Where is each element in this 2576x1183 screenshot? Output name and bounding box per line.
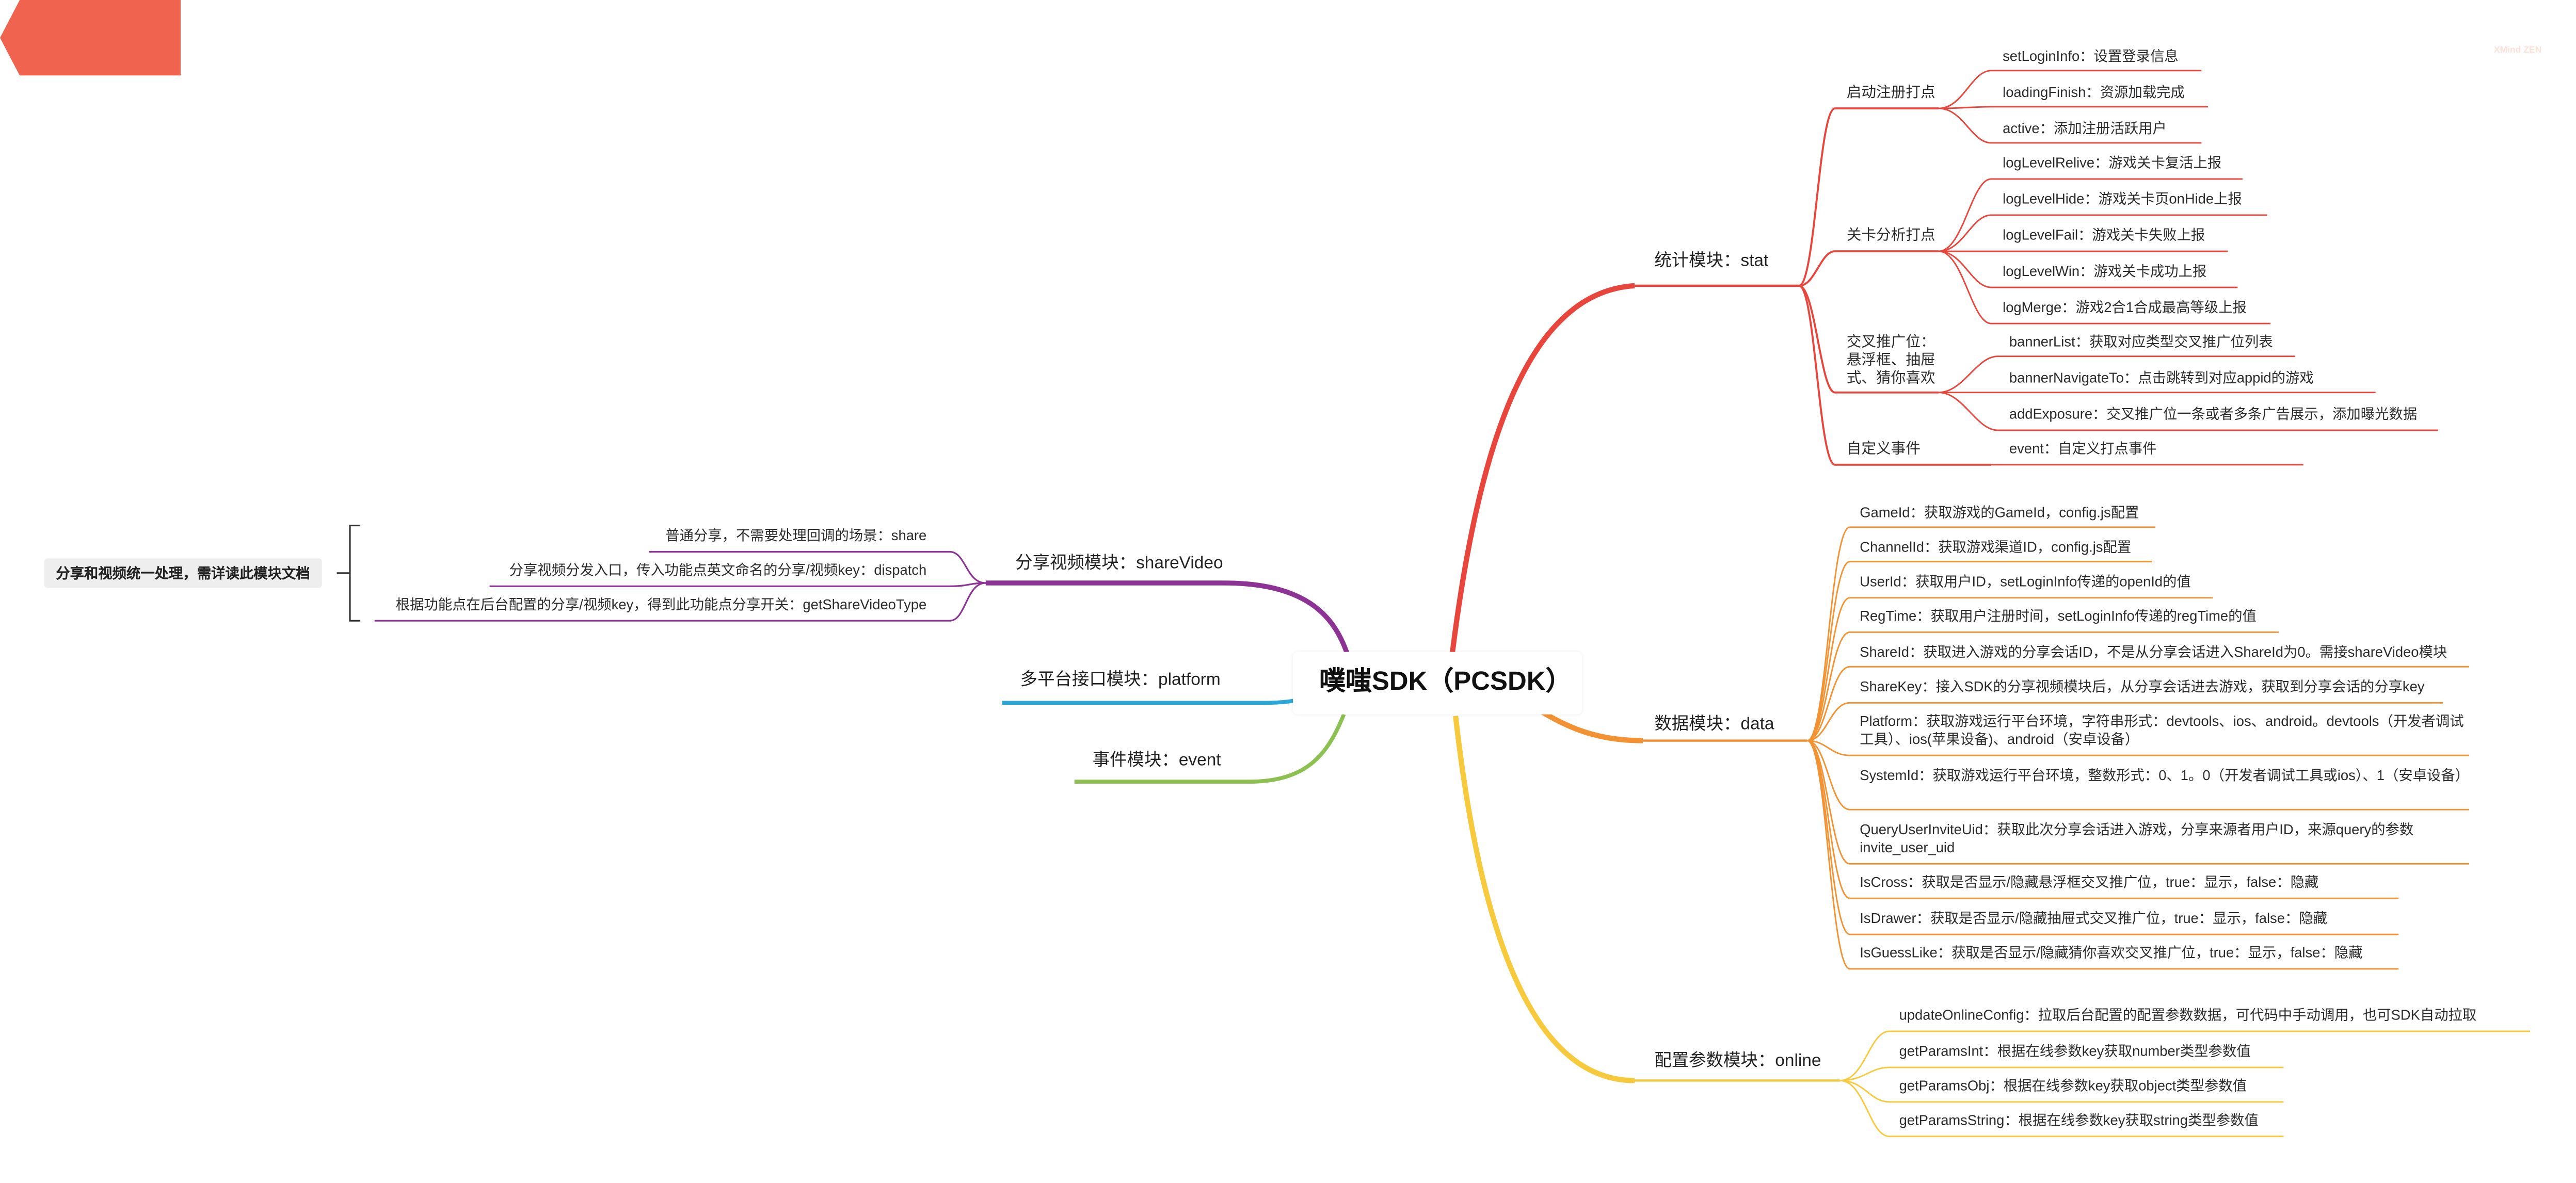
central-topic-box[interactable] [1293,652,1582,715]
data-item[interactable]: RegTime：获取用户注册时间，setLoginInfo传递的regTime的… [1860,607,2257,624]
stat-level-item[interactable]: logLevelWin：游戏关卡成功上报 [2003,263,2207,280]
stat-launch-topic[interactable]: 启动注册打点 [1846,84,1935,101]
data-item[interactable]: ShareKey：接入SDK的分享视频模块后，从分享会话进去游戏，获取到分享会话… [1860,678,2425,695]
stat-cross-item[interactable]: bannerList：获取对应类型交叉推广位列表 [2009,333,2273,350]
stat-level-item[interactable]: logLevelFail：游戏关卡失败上报 [2003,226,2205,244]
online-item[interactable]: updateOnlineConfig：拉取后台配置的配置参数数据，可代码中手动调… [1899,1007,2477,1024]
share-item[interactable]: 普通分享，不需要处理回调的场景：share [665,527,927,544]
stat-custom-item[interactable]: event：自定义打点事件 [2009,440,2157,457]
stat-level-item[interactable]: logLevelRelive：游戏关卡复活上报 [2003,154,2222,171]
branch-share-video[interactable]: 分享视频模块：shareVideo [1015,553,1223,573]
online-item[interactable]: getParamsInt：根据在线参数key获取number类型参数值 [1899,1043,2251,1060]
branch-event[interactable]: 事件模块：event [1092,750,1221,770]
branch-stat[interactable]: 统计模块：stat [1654,251,1769,271]
stat-level-topic[interactable]: 关卡分析打点 [1846,226,1935,244]
trial-mode-title: 试用模式 [2451,20,2550,48]
stat-cross-item[interactable]: bannerNavigateTo：点击跳转到对应appid的游戏 [2009,369,2314,386]
share-item[interactable]: 分享视频分发入口，传入功能点英文命名的分享/视频key：dispatch [509,561,927,578]
data-item[interactable]: IsCross：获取是否显示/隐藏悬浮框交叉推广位，true：显示，false：… [1860,873,2319,890]
data-item[interactable]: ChannelId：获取游戏渠道ID，config.js配置 [1860,539,2132,555]
share-item[interactable]: 根据功能点在后台配置的分享/视频key，得到此功能点分享开关：getShareV… [395,596,927,613]
data-item[interactable]: ShareId：获取进入游戏的分享会话ID，不是从分享会话进入ShareId为0… [1860,643,2447,660]
data-item[interactable]: IsGuessLike：获取是否显示/隐藏猜你喜欢交叉推广位，true：显示，f… [1860,944,2363,961]
online-item[interactable]: getParamsString：根据在线参数key获取string类型参数值 [1899,1111,2259,1128]
branch-data[interactable]: 数据模块：data [1654,714,1774,734]
data-item[interactable]: QueryUserInviteUid：获取此次分享会话进入游戏，分享来源者用户I… [1860,821,2414,856]
online-item[interactable]: getParamsObj：根据在线参数key获取object类型参数值 [1899,1077,2247,1094]
data-item[interactable]: UserId：获取用户ID，setLoginInfo传递的openId的值 [1860,573,2191,590]
stat-launch-item[interactable]: loadingFinish：资源加载完成 [2003,84,2185,101]
stat-level-item[interactable]: logLevelHide：游戏关卡页onHide上报 [2003,190,2242,207]
trial-mode-badge [0,0,181,76]
branch-platform[interactable]: 多平台接口模块：platform [1020,670,1221,690]
data-item[interactable]: Platform：获取游戏运行平台环境，字符串形式：devtools、ios、a… [1860,712,2464,748]
stat-custom-topic[interactable]: 自定义事件 [1846,440,1921,457]
branch-online[interactable]: 配置参数模块：online [1654,1051,1821,1071]
stat-cross-item[interactable]: addExposure：交叉推广位一条或者多条广告展示，添加曝光数据 [2009,406,2418,423]
data-item[interactable]: SystemId：获取游戏运行平台环境，整数形式：0、1。0（开发者调试工具或i… [1860,767,2470,784]
central-topic-title: 噗嗤SDK（PCSDK） [1319,668,1572,696]
data-item[interactable]: GameId：获取游戏的GameId，config.js配置 [1860,504,2139,521]
stat-cross-topic[interactable]: 交叉推广位：悬浮框、抽屉式、猜你喜欢 [1846,333,1935,386]
share-summary-note[interactable]: 分享和视频统一处理，需详读此模块文档 [44,558,322,588]
stat-level-item[interactable]: logMerge：游戏2合1合成最高等级上报 [2003,299,2247,316]
data-item[interactable]: IsDrawer：获取是否显示/隐藏抽屉式交叉推广位，true：显示，false… [1860,910,2328,927]
xmind-label: XMind ZEN [2493,46,2542,56]
stat-launch-item[interactable]: setLoginInfo：设置登录信息 [2003,47,2179,64]
stat-launch-item[interactable]: active：添加注册活跃用户 [2003,120,2167,137]
